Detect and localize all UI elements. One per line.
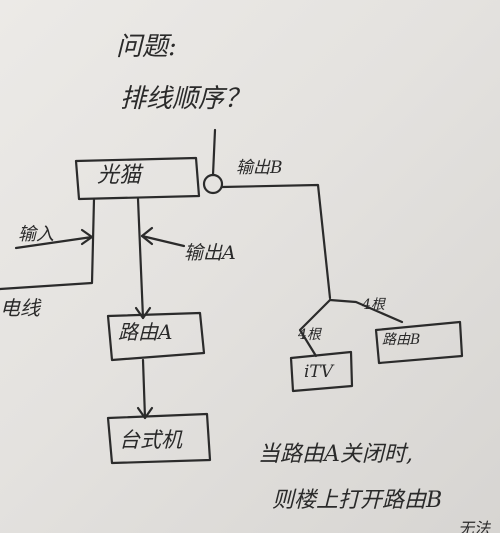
question-body: 排线顺序？ [120, 84, 251, 114]
desktop-box [106, 412, 212, 465]
router-to-desktop-arrow [136, 406, 154, 420]
desktop-label: 台式机 [119, 428, 182, 452]
output-b-line [220, 183, 332, 300]
modem-label: 光猫 [97, 163, 142, 188]
cable-count-a-label: 4根 [298, 327, 321, 343]
input-label: 输入 [18, 224, 54, 245]
split-to-itv [298, 298, 332, 358]
itv-box [289, 350, 354, 393]
note-line-3: 无法 [458, 519, 491, 533]
output-b-port-lead [211, 128, 217, 177]
output-a-tick [140, 234, 186, 248]
incoming-line-label: 电线 [0, 296, 40, 320]
output-a-label: 输出A [184, 242, 236, 264]
split-line [328, 298, 404, 324]
router-to-desktop [141, 358, 147, 420]
output-b-port [202, 173, 224, 195]
router-a-label: 路由A [118, 320, 173, 344]
router-b-box [374, 320, 464, 365]
router-b-label: 路由B [382, 332, 421, 348]
note-line-2: 则楼上打开路由B [272, 488, 443, 513]
cable-count-b-label: 4根 [362, 297, 385, 313]
modem-box [74, 156, 201, 201]
router-a-box [106, 311, 206, 362]
output-a-wire [136, 197, 145, 320]
note-line-1: 当路由A关闭时, [258, 442, 413, 467]
question-title: 问题: [116, 32, 177, 62]
itv-label: iTV [304, 362, 334, 382]
output-a-tick-arrow [140, 226, 154, 246]
output-b-label: 输出B [236, 158, 283, 178]
input-arrow [14, 228, 94, 250]
input-wire [0, 197, 96, 291]
output-a-arrow [134, 306, 152, 320]
